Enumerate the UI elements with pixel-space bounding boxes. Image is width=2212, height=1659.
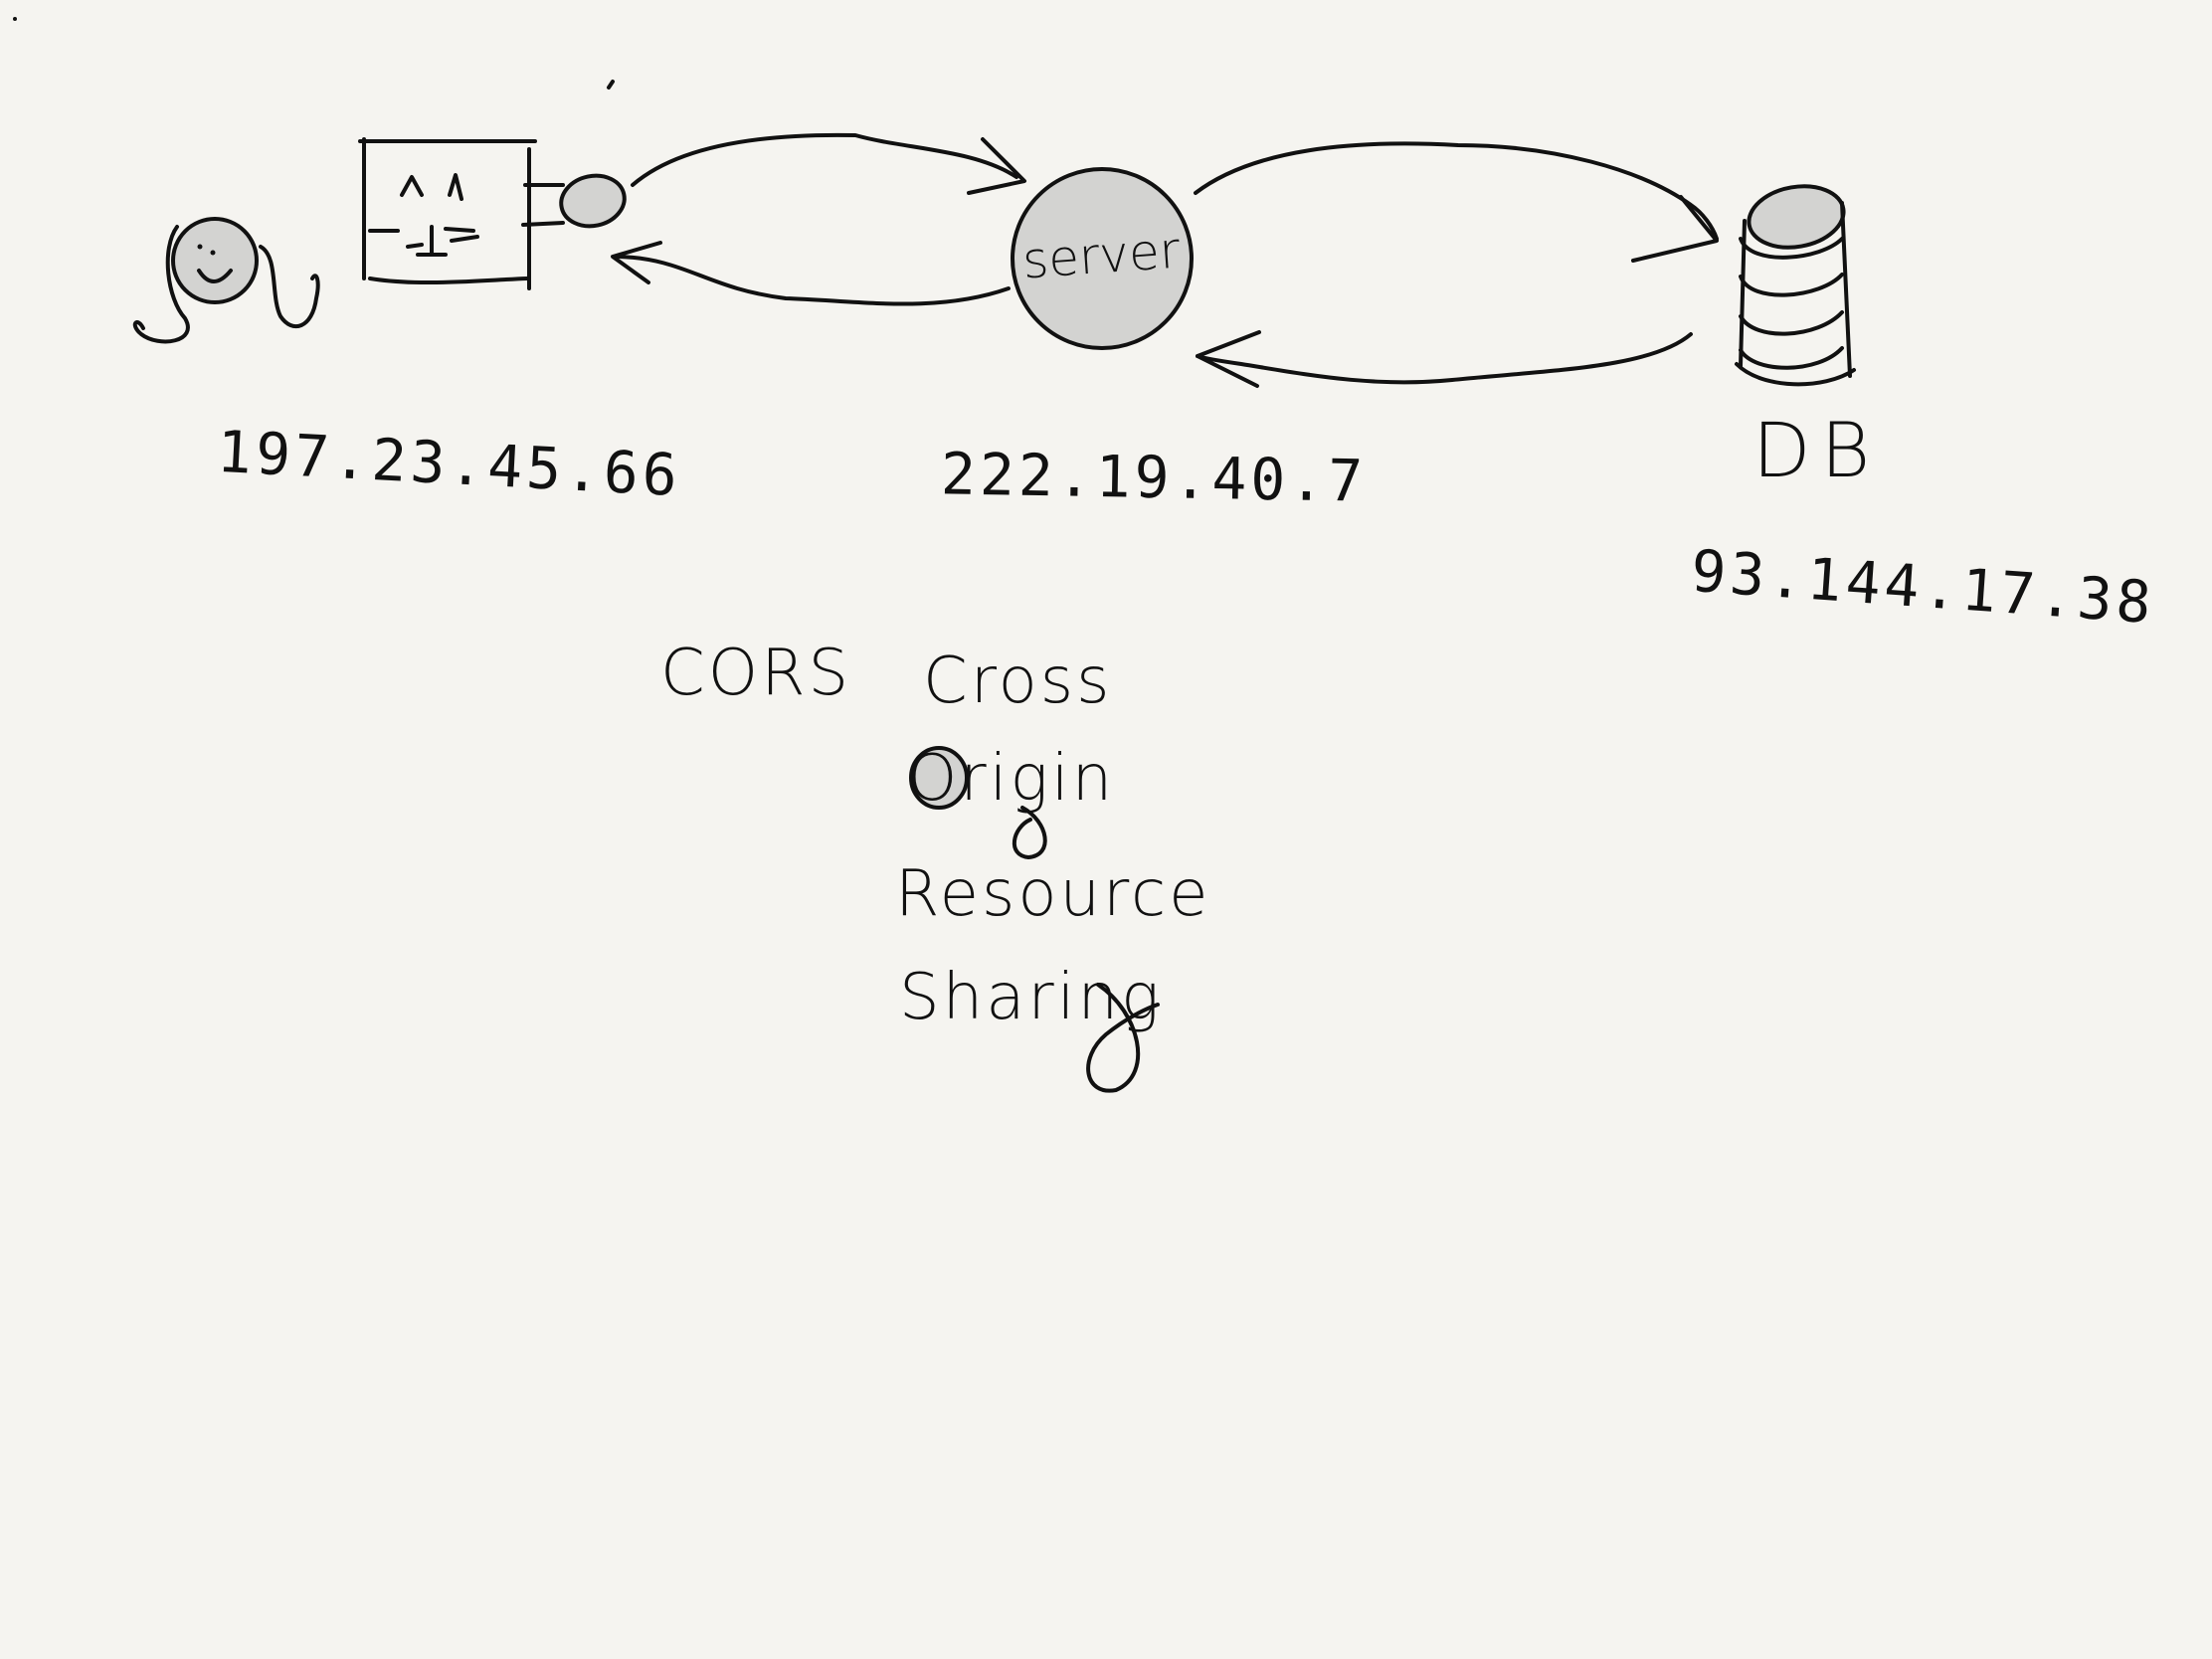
- cors-word-origin: Origin: [907, 742, 1116, 816]
- cors-word-sharing: Sharing: [899, 961, 1163, 1034]
- arrow-server-to-db: [1194, 141, 1719, 263]
- cors-word-cross: Cross: [923, 645, 1113, 718]
- cors-word-resource: Resource: [895, 857, 1211, 931]
- database-icon: [1735, 184, 1856, 387]
- server-node-icon: [1011, 167, 1194, 350]
- origin-letter-fill: [909, 746, 969, 810]
- browser-window-icon: [358, 137, 627, 290]
- arrow-db-to-server: [1196, 330, 1693, 388]
- db-label: DB: [1752, 406, 1881, 494]
- server-label: server: [1020, 221, 1183, 290]
- arrow-server-to-client: [611, 241, 1011, 306]
- cors-acronym: CORS: [660, 637, 852, 710]
- stray-dot: [13, 17, 17, 21]
- stray-mark: [607, 80, 615, 90]
- server-ip-address: 222.19.40.7: [940, 440, 1368, 515]
- sharing-g-tail: [1086, 983, 1160, 1093]
- person-icon: [132, 217, 320, 344]
- origin-g-tail: [1012, 806, 1047, 859]
- arrow-client-to-server: [631, 132, 1026, 195]
